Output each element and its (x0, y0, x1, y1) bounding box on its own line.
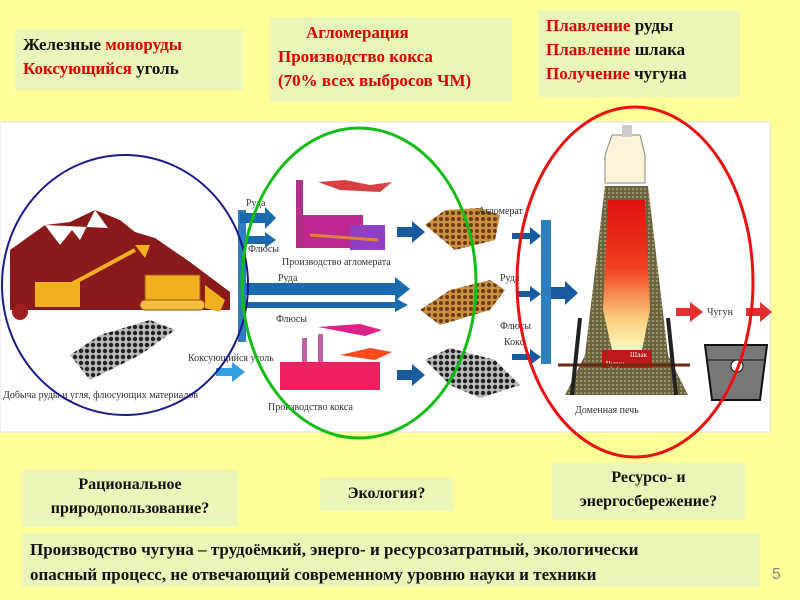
arrow-ruda (240, 207, 276, 229)
conclusion-box: Производство чугуна – трудоёмкий, энерго… (22, 533, 760, 587)
arrow-coking-coal (216, 362, 245, 382)
text-coke-production: Производство кокса (278, 47, 433, 66)
text-resource: Ресурсо- и (611, 469, 686, 486)
arrow-to-coke-pile (397, 364, 425, 386)
text-monoores: моноруды (105, 35, 182, 54)
smelting-highlight-circle (515, 105, 755, 459)
smelting-box: Плавление руды Плавление шлака Получение… (538, 10, 740, 97)
raw-materials-box: Железные моноруды Коксующийся уголь (15, 29, 243, 90)
label-coke-production: Производство кокса (268, 402, 353, 413)
coke-pile-icon (425, 348, 520, 398)
label-chugun: Чугун (707, 307, 734, 318)
text-smelting-2: Плавление (546, 40, 631, 59)
label-ruda-3: Руда (500, 273, 520, 284)
arrow-to-agglo-pile (397, 221, 425, 243)
text-obtaining: Получение (546, 64, 630, 83)
label-mining: Добыча руды и угля, флюсующих материалов (3, 390, 198, 401)
arrow-ruda-long (246, 277, 410, 301)
text-ore: руды (634, 16, 674, 35)
text-nature-use: природопользование? (50, 500, 210, 517)
text-slag: шлака (634, 40, 686, 59)
resource-saving-box: Ресурсо- и энергосбережение? (552, 463, 745, 520)
label-shlak: Шлак (630, 351, 648, 359)
label-blast-furnace: Доменная печь (575, 405, 639, 416)
label-ruda: Руда (246, 198, 266, 209)
page-number: 5 (772, 566, 781, 583)
arrow-to-furnace (551, 281, 578, 305)
label-sinter-production: Производство агломерата (282, 257, 391, 268)
arrow-chugun-out-2 (746, 302, 772, 322)
text-agglomeration: Агломерация (306, 23, 409, 42)
blast-furnace-icon: Шлак Чугун (558, 125, 690, 396)
text-coking: Коксующийся (23, 59, 132, 78)
sinter-pile-icon (425, 208, 500, 250)
text-rational: Рациональное (78, 476, 182, 493)
arrow-flyusy (246, 232, 276, 248)
label-coking-coal: Коксующийся уголь (188, 353, 274, 364)
text-emissions: (70% всех выбросов ЧМ) (278, 71, 472, 90)
label-flyusy: Флюсы (248, 244, 279, 255)
coke-plant-icon (280, 324, 392, 390)
ore-pile-icon (420, 280, 505, 325)
excavator-icon (12, 245, 150, 320)
label-ruda-2: Руда (278, 273, 298, 284)
arrow-ruda-3 (518, 286, 541, 302)
ecology-box: Экология? (320, 478, 453, 511)
rational-use-box: Рациональное природопользование? (22, 470, 238, 527)
text-iron: Железные (23, 35, 102, 54)
label-flyusy-3: Флюсы (500, 321, 531, 332)
arrow-koks (512, 349, 541, 365)
text-coal: уголь (136, 59, 179, 78)
agglomeration-box: Агломерация Производство кокса (70% всех… (270, 17, 512, 102)
arrow-aglomerat (512, 227, 541, 245)
coal-pile-icon (70, 320, 175, 380)
sinter-plant-icon (296, 180, 392, 250)
conclusion-line-2: опасный процесс, не отвечающий современн… (30, 565, 597, 584)
conclusion-line-1: Производство чугуна – трудоёмкий, энерго… (30, 540, 639, 559)
furnace-feed-bar (541, 220, 551, 364)
label-koks: Кокс (504, 337, 525, 348)
label-flyusy-2: Флюсы (276, 314, 307, 325)
agglomeration-highlight-circle (240, 126, 478, 440)
arrow-flyusy-long (246, 298, 408, 312)
bulldozer-icon (139, 274, 225, 312)
label-aglomerat: Агломерат (478, 206, 524, 217)
text-energy-saving: энергосбережение? (579, 493, 718, 510)
text-smelting-1: Плавление (546, 16, 631, 35)
mining-highlight-circle (1, 154, 249, 416)
text-pig-iron: чугуна (634, 64, 687, 83)
text-ecology: Экология? (347, 485, 426, 502)
arrow-chugun-out-1 (676, 302, 703, 322)
